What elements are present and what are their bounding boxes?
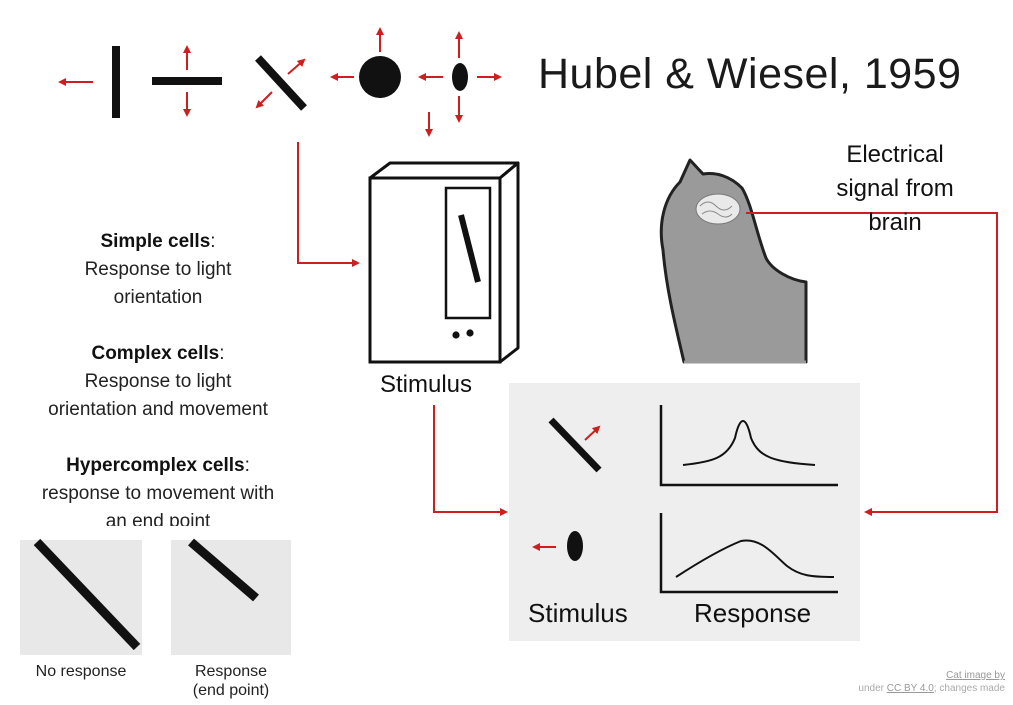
response-endpoint-example — [171, 538, 291, 655]
cell-type-name: Complex cells — [91, 343, 220, 364]
brain-signal-arrow — [746, 212, 998, 516]
hypercomplex-cells-text: Hypercomplex cells: response to movement… — [41, 455, 275, 526]
credit-link[interactable]: Cat image by — [946, 670, 1005, 681]
response-graph-spot — [659, 513, 838, 594]
small-spot-stimulus — [418, 31, 502, 137]
license-link[interactable]: CC BY 4.0 — [886, 683, 934, 694]
stimulus-to-device-arrow — [297, 142, 360, 267]
stimulus-row — [58, 27, 502, 137]
panel-stimulus-spot — [532, 531, 583, 561]
stimulus-device — [368, 161, 520, 364]
vertical-bar-stimulus — [58, 46, 120, 118]
no-response-label: No response — [35, 663, 127, 680]
diagonal-bar-stimulus — [255, 55, 307, 111]
response-panel — [509, 383, 860, 641]
cell-type-name: Simple cells — [100, 231, 211, 252]
image-credit: Cat image by under CC BY 4.0; changes ma… — [858, 670, 1005, 694]
cat-caption: Electrical signal from brain — [836, 141, 954, 236]
cat-brain-icon — [695, 193, 741, 225]
device-to-panel-arrow — [433, 405, 508, 516]
cell-type-name: Hypercomplex cells — [66, 455, 245, 476]
endpoint-response-label: Response (end point) — [192, 663, 270, 699]
cat-illustration — [659, 158, 808, 364]
simple-cells-text: Simple cells: Response to light orientat… — [84, 231, 232, 308]
panel-stimulus-bar — [548, 417, 602, 473]
complex-cells-text: Complex cells: Response to light orienta… — [48, 343, 268, 420]
horizontal-bar-stimulus — [152, 45, 222, 117]
no-response-example — [20, 538, 142, 655]
slide-title: Hubel & Wiesel, 1959 — [538, 50, 962, 98]
panel-response-label: Response — [694, 598, 812, 628]
panel-stimulus-label: Stimulus — [528, 598, 628, 628]
response-graph-bar — [659, 405, 838, 487]
device-stimulus-label: Stimulus — [380, 371, 473, 398]
large-spot-stimulus — [330, 27, 401, 98]
